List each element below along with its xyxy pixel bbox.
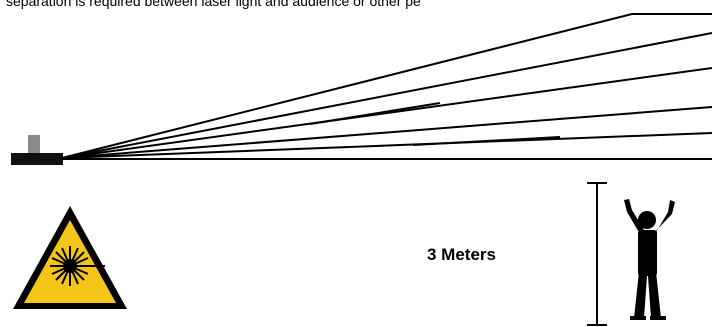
laser-beams — [61, 13, 712, 159]
caption-text: separation is required between laser lig… — [6, 0, 421, 9]
short-beam — [412, 136, 561, 146]
laser-projector-icon — [11, 135, 63, 165]
laser-beam — [61, 67, 712, 159]
height-bracket — [587, 182, 607, 326]
laser-beam — [61, 32, 712, 159]
laser-beam — [61, 132, 712, 159]
person-silhouette-icon — [624, 199, 675, 320]
short-beam — [309, 102, 441, 125]
laser-warning-icon — [13, 206, 127, 309]
laser-beam — [61, 13, 712, 159]
laser-beam — [61, 106, 712, 159]
height-label: 3 Meters — [427, 245, 496, 264]
